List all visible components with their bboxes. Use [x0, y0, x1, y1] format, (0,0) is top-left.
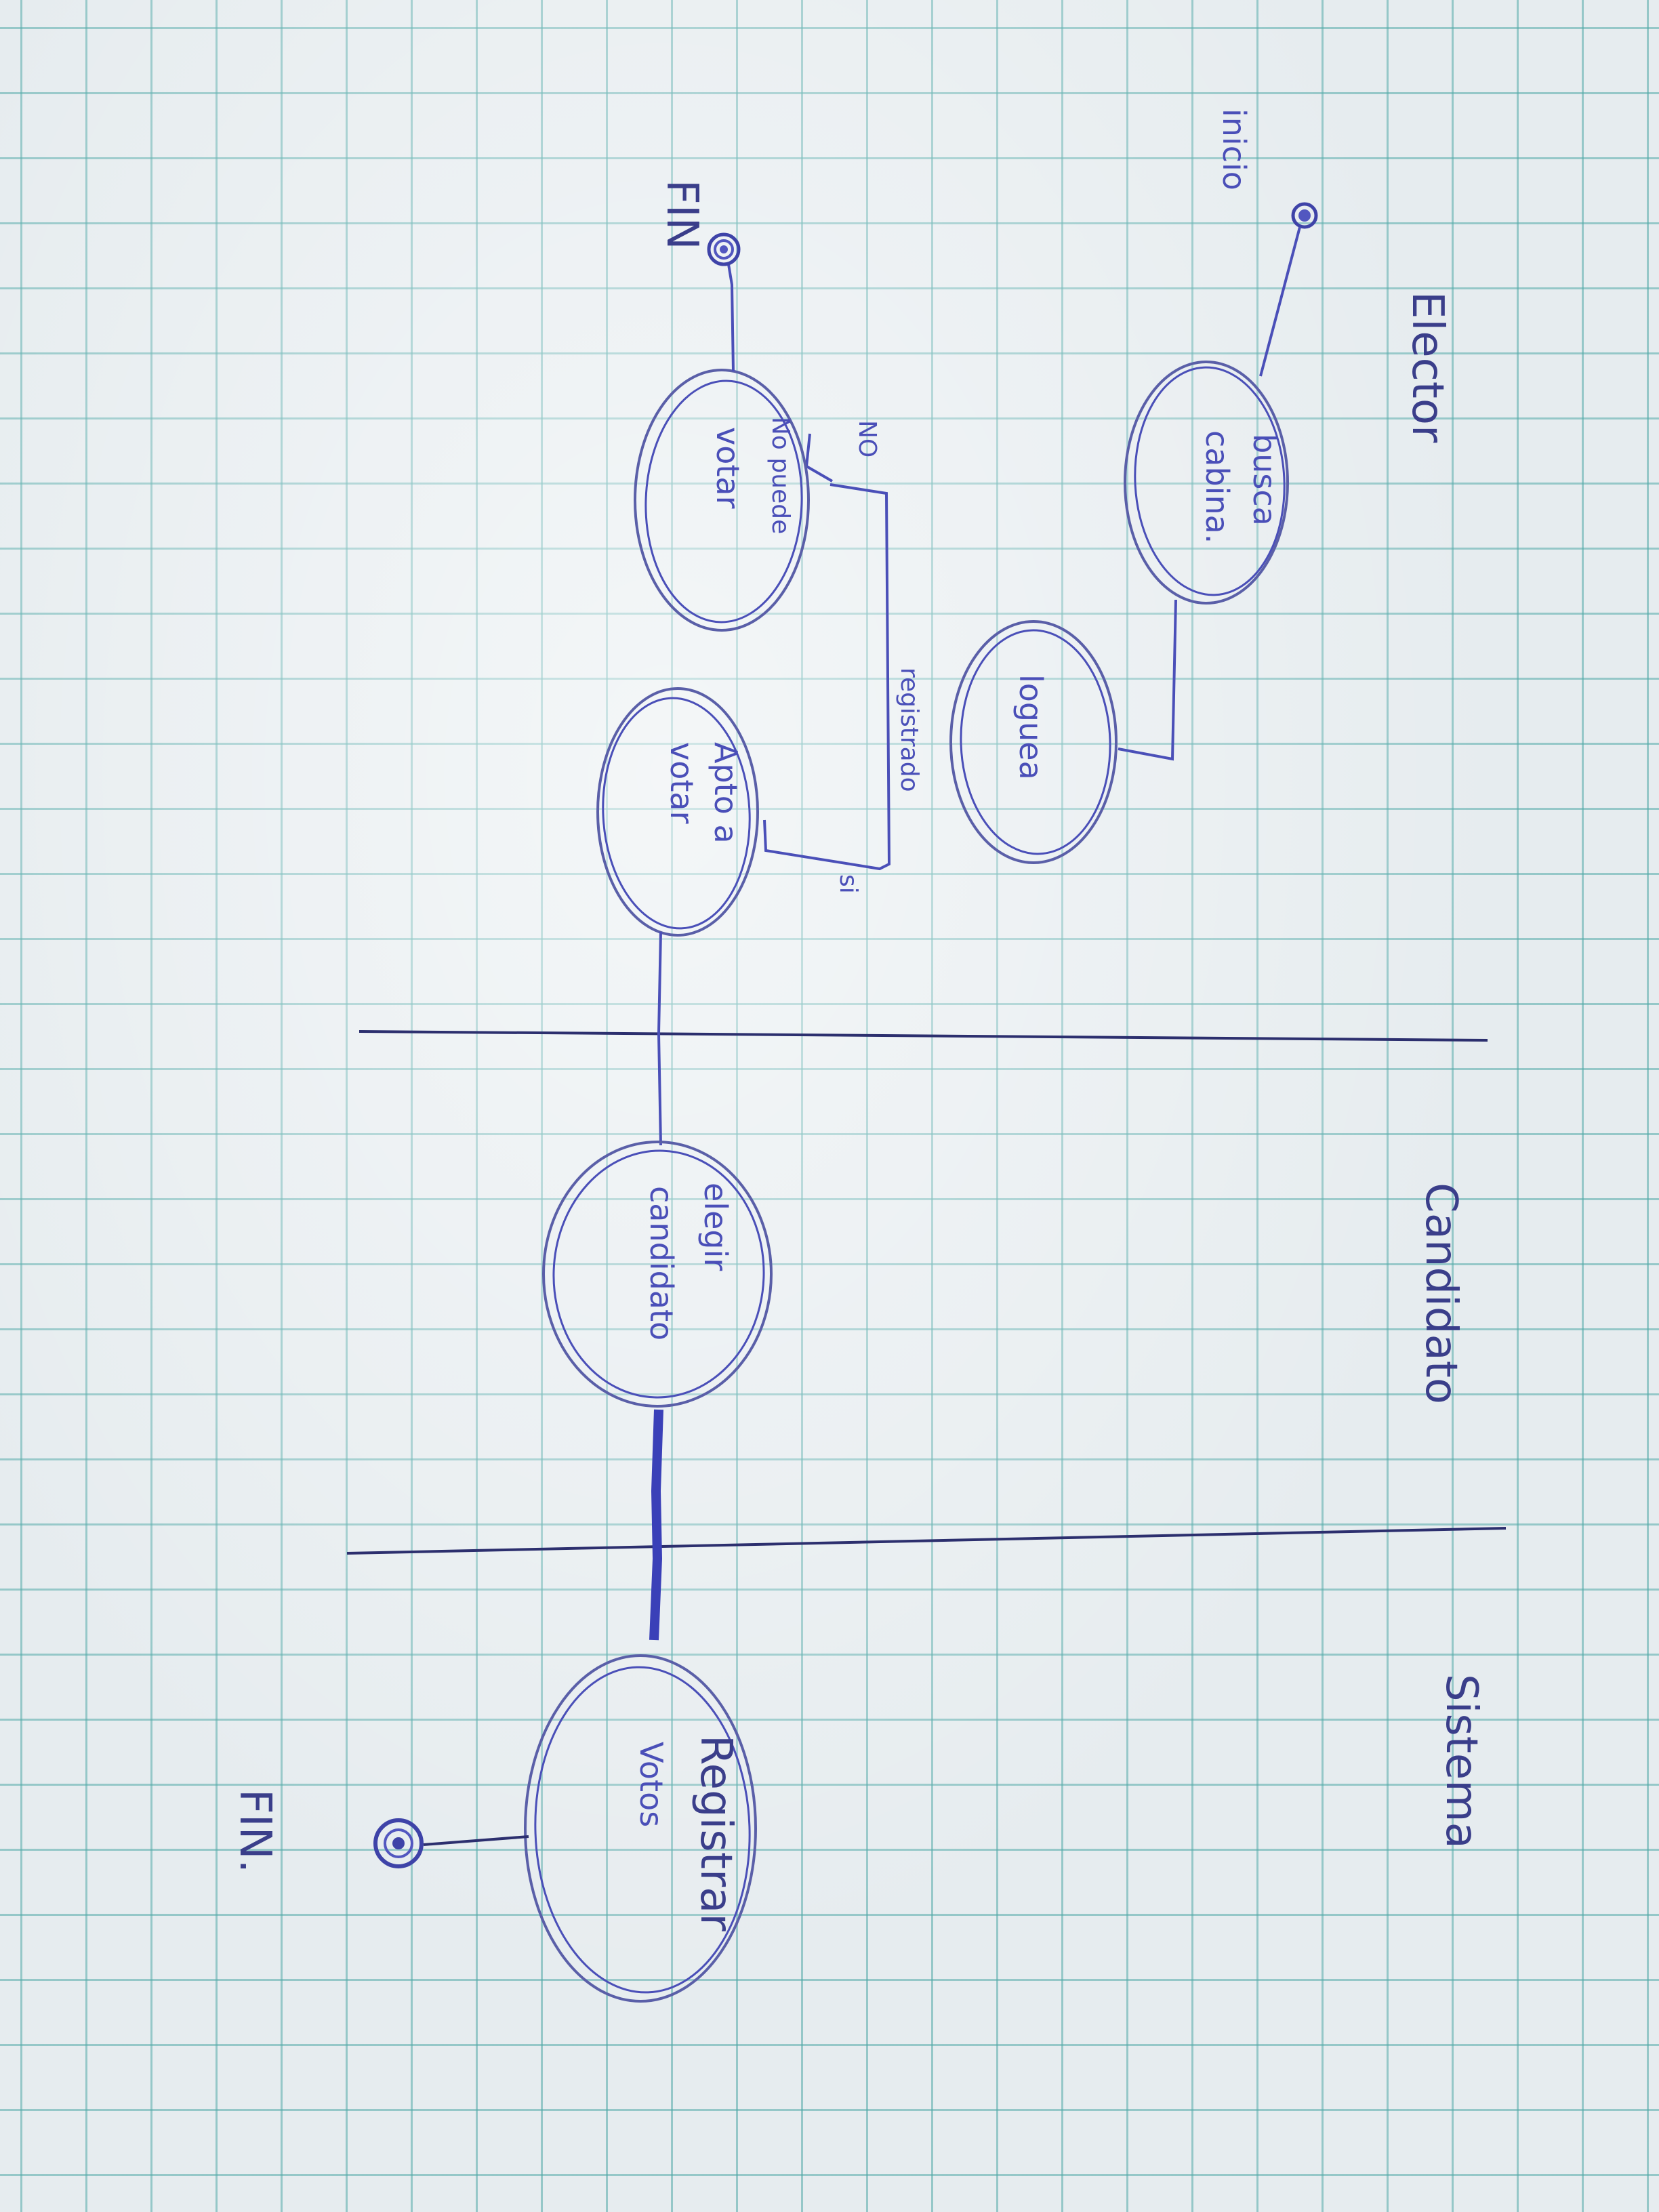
decision-label: registrado — [895, 668, 923, 792]
lane-divider-candidato-sistema — [346, 1527, 1507, 1555]
node-registrar-votos-line1: Registrar — [691, 1735, 741, 1931]
node-elegir-candidato-line2: candidato — [643, 1186, 680, 1340]
decision-si-label: si — [834, 874, 862, 894]
node-no-puede-votar-line1: No puede — [766, 417, 794, 534]
end-node-sistema — [373, 1818, 424, 1868]
decision-no-label: NO — [853, 420, 881, 457]
no-puede-to-fin-connector — [727, 264, 735, 372]
end-sistema-label: FIN. — [230, 1789, 280, 1873]
lane-label-sistema: Sistema — [1436, 1674, 1486, 1849]
node-apto-votar-line2: votar — [663, 742, 700, 824]
node-loguea-label: loguea — [1012, 674, 1049, 780]
lane-divider-elector-candidato — [359, 1030, 1488, 1042]
decision-bracket — [763, 483, 891, 871]
elegir-to-registrar-connector — [649, 1409, 663, 1641]
node-no-puede-votar — [634, 369, 810, 632]
apto-to-elegir-connector — [657, 931, 662, 1146]
node-apto-votar-line1: Apto a — [708, 742, 744, 844]
start-label: inicio — [1216, 108, 1252, 190]
node-elegir-candidato — [542, 1141, 773, 1408]
node-apto-votar — [596, 687, 759, 937]
lane-label-elector: Elector — [1402, 291, 1452, 443]
busca-to-loguea-connector — [1118, 599, 1177, 761]
node-elegir-candidato-line1: elegir — [697, 1183, 734, 1271]
node-busca-cabina — [1124, 361, 1289, 605]
node-no-puede-votar-line2: votar — [710, 427, 746, 509]
node-registrar-votos-line2: Votos — [633, 1742, 670, 1827]
end-elector-label: FIN — [657, 180, 707, 250]
lane-label-candidato: Candidato — [1416, 1183, 1466, 1404]
decision-no-tick — [804, 433, 834, 483]
node-registrar-votos — [524, 1654, 757, 2003]
node-loguea — [949, 620, 1118, 864]
start-node — [1291, 202, 1318, 229]
start-to-busca-connector — [1259, 226, 1301, 377]
node-busca-cabina-line2: cabina. — [1199, 430, 1235, 544]
end-node-elector — [707, 232, 741, 266]
node-busca-cabina-line1: busca — [1246, 434, 1283, 526]
registrar-to-fin-connector — [423, 1835, 529, 1846]
